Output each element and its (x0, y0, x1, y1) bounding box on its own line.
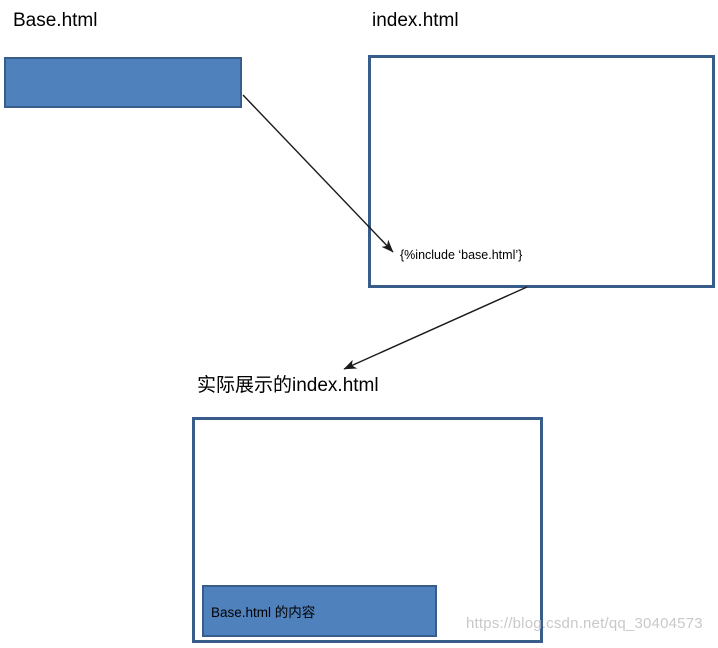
base-html-content-label: Base.html 的内容 (211, 605, 316, 620)
rendered-index-html-title: 实际展示的index.html (197, 375, 379, 396)
arrow-index-to-rendered (343, 286, 528, 370)
base-html-content-box (202, 585, 437, 637)
base-html-box (4, 57, 242, 108)
base-html-title: Base.html (13, 10, 98, 31)
index-html-title: index.html (372, 10, 459, 31)
include-template-tag: {%include ‘base.html’} (400, 248, 523, 262)
watermark-url: https://blog.csdn.net/qq_30404573 (466, 615, 703, 632)
index-html-box (368, 55, 715, 288)
